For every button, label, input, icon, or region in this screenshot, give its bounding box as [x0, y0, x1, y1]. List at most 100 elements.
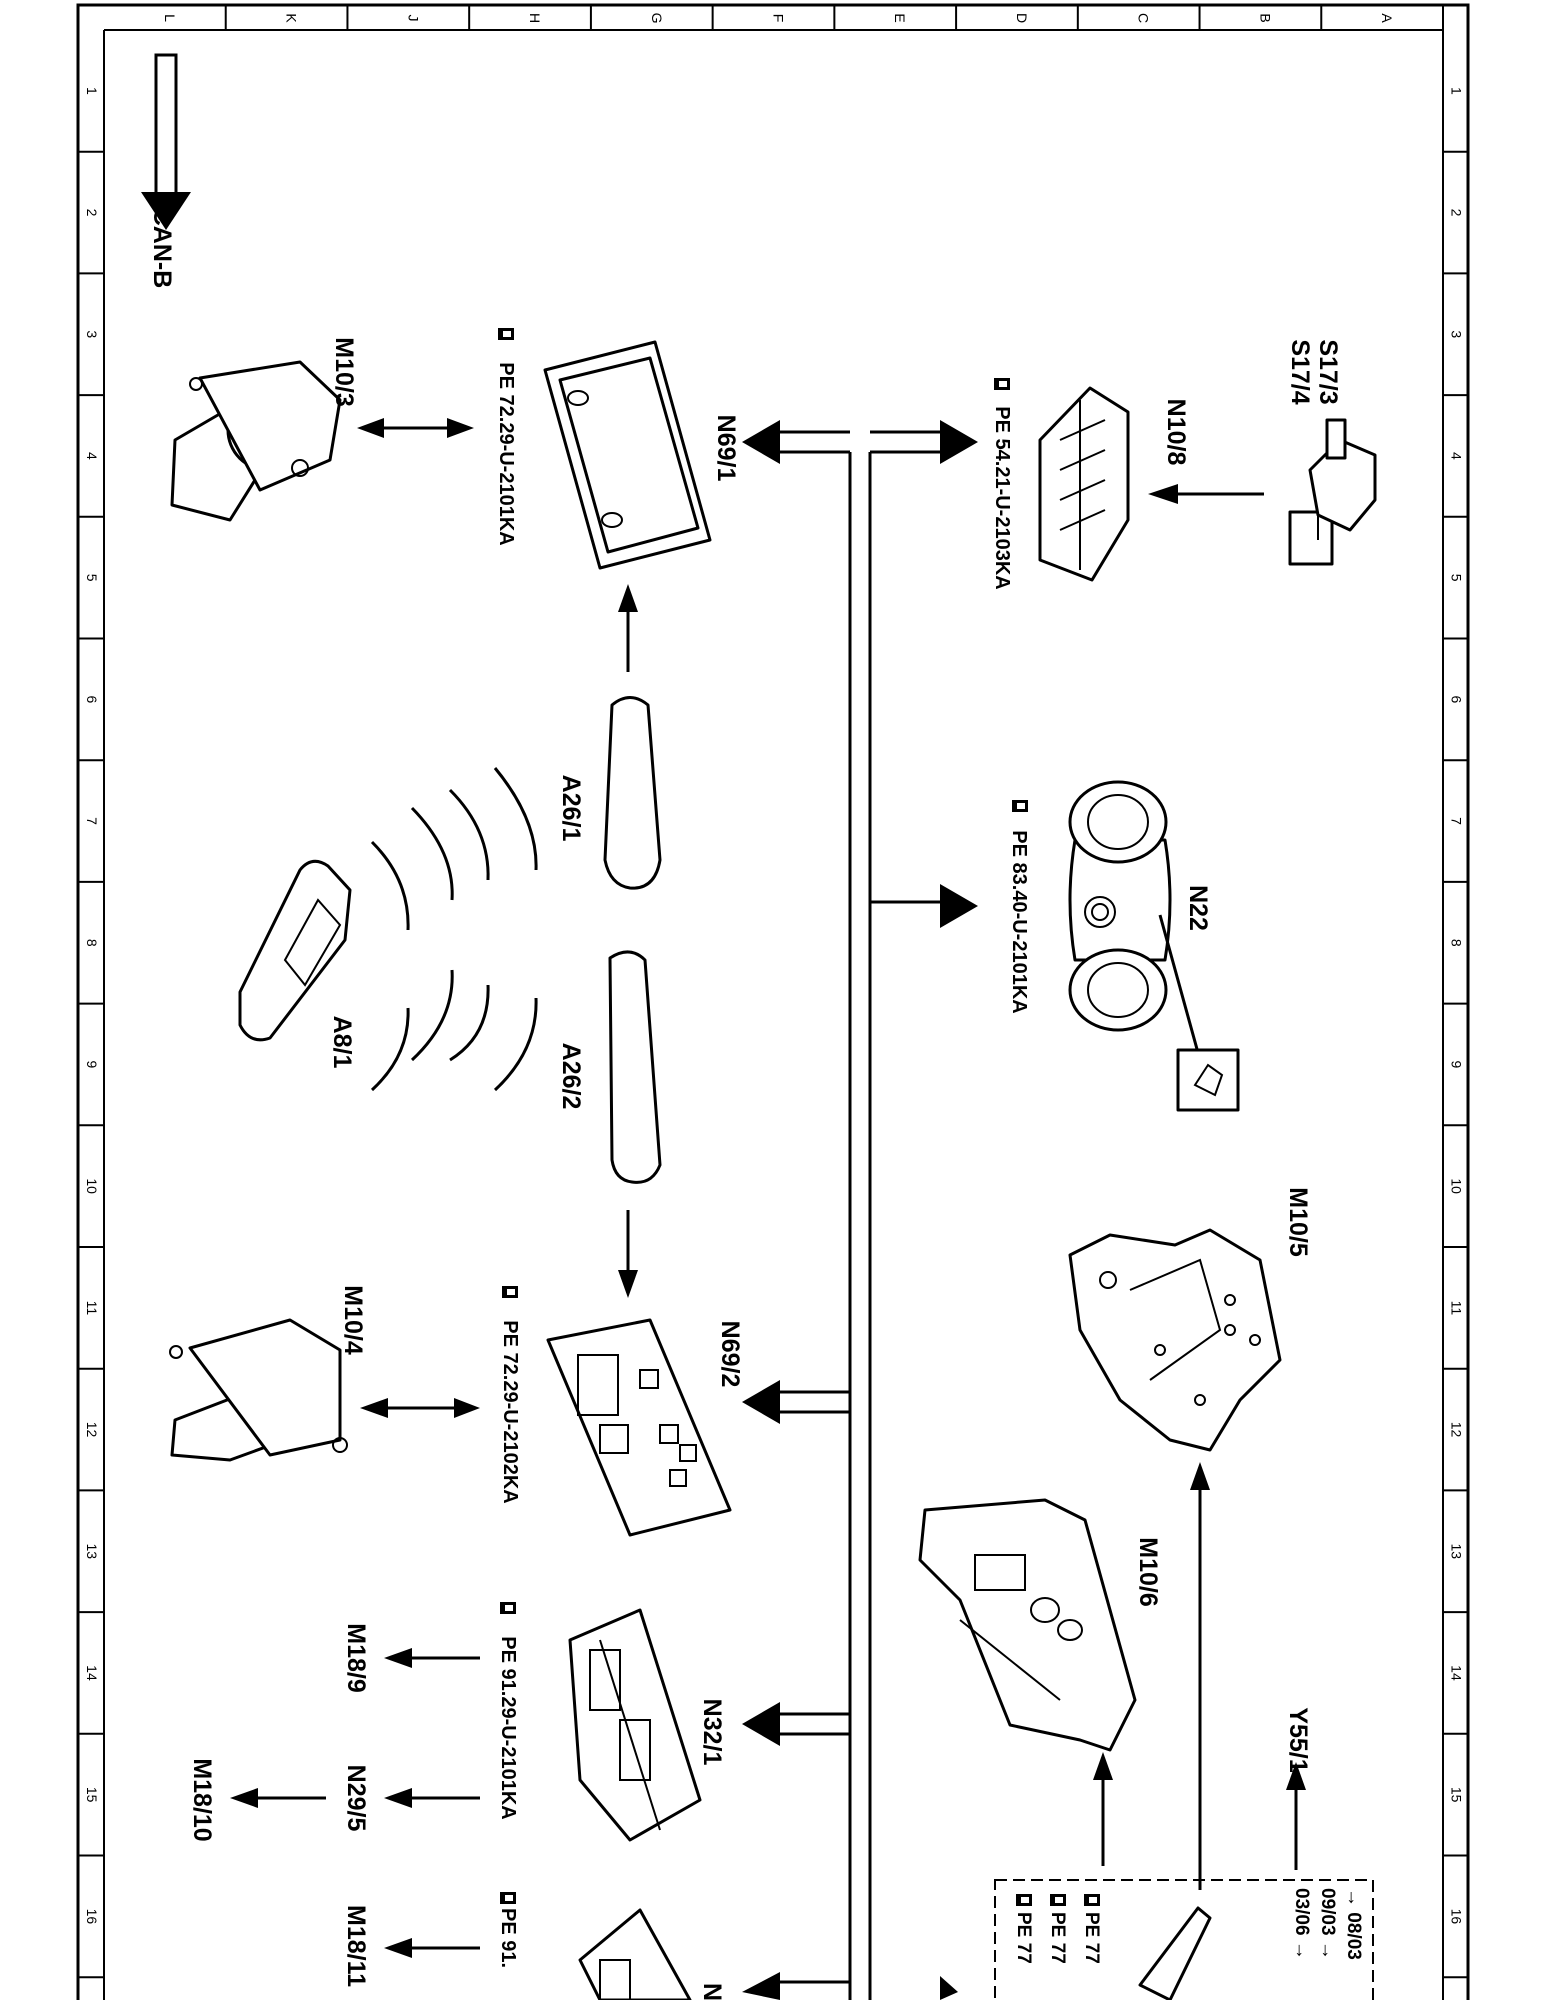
partial-ref: PE 91.: [497, 1908, 519, 1968]
grid-row-label-left: 7: [84, 817, 100, 825]
n69-1-ref: PE 72.29-U-2101KA: [495, 362, 517, 545]
m10-6-arrowhead: [1093, 1752, 1113, 1780]
a26-2-label: A26/2: [557, 1043, 585, 1110]
partial-bottom-module: [578, 1908, 692, 2000]
n32-1-ref-icon: [500, 1602, 516, 1614]
partial-ref-icon: [500, 1892, 516, 1904]
m10-4-motor: [169, 1318, 348, 1462]
grid-row-label-left: 14: [84, 1665, 100, 1681]
a26-1-handle: [603, 696, 662, 890]
a8-1-key: [238, 859, 352, 1042]
n32-1-ref: PE 91.29-U-2101KA: [497, 1636, 519, 1819]
m18-9-arrowhead: [384, 1648, 412, 1668]
a26-2-handle: [608, 950, 662, 1184]
grid-row-label-left: 4: [84, 452, 100, 460]
m10-4-label: M10/4: [339, 1285, 367, 1355]
grid-row-label-right: 16: [1449, 1909, 1465, 1925]
door-switch-component: [1288, 418, 1377, 566]
a26-2-to-n69-2-arrowhead: [618, 1270, 638, 1298]
n69-2-ref-icon: [502, 1286, 518, 1298]
grid-row-label-left: 1: [84, 87, 100, 95]
m10-6-label: M10/6: [1134, 1537, 1162, 1606]
grid-column-label: B: [1257, 13, 1273, 22]
n22-module: [1068, 780, 1240, 1112]
n29-5-arrowhead: [384, 1788, 412, 1808]
grid-column-label: A: [1379, 13, 1395, 23]
radio-waves: [370, 767, 538, 1092]
n32-1-label: N32/1: [698, 1699, 726, 1766]
m10-5-label: M10/5: [1284, 1187, 1312, 1257]
n10-8-ref-icon: [994, 378, 1010, 390]
grid-row-label-left: 6: [84, 695, 100, 703]
date-box-ref2-icon: [1050, 1894, 1066, 1906]
grid-column-label: L: [162, 14, 178, 22]
grid-row-label-left: 5: [84, 574, 100, 582]
n32-1-module: [568, 1608, 702, 1842]
a26-1-label: A26/1: [557, 775, 585, 842]
m18-10-arrowhead: [230, 1788, 258, 1808]
date-box-line3: 03/06 →: [1291, 1888, 1312, 1960]
grid-row-label-left: 11: [84, 1301, 100, 1316]
date-box-line1: → 08/03: [1343, 1888, 1364, 1960]
n29-5-label: N29/5: [342, 1765, 370, 1832]
n69-2-ref: PE 72.29-U-2102KA: [499, 1320, 521, 1503]
date-box-ref2: PE 77: [1047, 1912, 1068, 1964]
grid-row-label-left: 12: [84, 1422, 100, 1438]
n22-ref-icon: [1012, 800, 1028, 812]
grid-row-label-right: 5: [1449, 574, 1465, 582]
s17-4-label: S17/4: [1286, 339, 1314, 404]
n69-1-module: [543, 340, 712, 570]
n69-2-module: [546, 1318, 732, 1537]
date-box-ref1: PE 77: [1081, 1912, 1102, 1964]
grid-row-label-left: 13: [84, 1543, 100, 1559]
n10-8-module: [1038, 386, 1130, 582]
grid-row-label-right: 7: [1449, 817, 1465, 825]
grid-row-label-left: 10: [84, 1178, 100, 1194]
n10-8-ref: PE 54.21-U-2103KA: [991, 406, 1013, 589]
grid-row-label-right: 8: [1449, 939, 1465, 947]
grid-row-label-right: 2: [1449, 209, 1465, 217]
grid-row-label-left: 8: [84, 939, 100, 947]
date-box-line2: 09/03 →: [1317, 1888, 1338, 1960]
s17-to-n10-arrowhead: [1148, 484, 1178, 504]
s17-3-label: S17/3: [1314, 339, 1342, 404]
m10-3-label: M10/3: [330, 337, 358, 406]
grid-row-label-right: 1: [1449, 87, 1465, 95]
m18-11-arrowhead: [384, 1938, 412, 1958]
date-box-ref3: PE 77: [1013, 1912, 1034, 1964]
m10-6-motor: [918, 1498, 1137, 1752]
n69-2-label: N69/2: [716, 1321, 744, 1388]
y55-1-label: Y55/1: [1284, 1707, 1312, 1772]
outer-frame: [76, 3, 1470, 2000]
m10-4-arrowhead-left: [360, 1398, 388, 1418]
a26-1-to-n69-1-arrowhead: [618, 584, 638, 612]
grid-column-label: E: [892, 13, 908, 22]
date-box-ref1-icon: [1084, 1894, 1100, 1906]
m18-9-label: M18/9: [342, 1623, 370, 1692]
grid-row-label-right: 9: [1449, 1061, 1465, 1069]
grid-column-label: G: [649, 13, 665, 24]
grid-row-label-right: 13: [1449, 1543, 1465, 1559]
m18-11-label: M18/11: [342, 1905, 370, 1987]
date-box-ref3-icon: [1016, 1894, 1032, 1906]
m10-4-arrowhead-right: [454, 1398, 480, 1418]
grid-column-label: H: [527, 13, 543, 23]
grid-row-label-left: 15: [84, 1787, 100, 1803]
grid-column-label: J: [405, 15, 421, 22]
m10-5-motor: [1068, 1228, 1282, 1452]
grid-row-label-right: 12: [1449, 1422, 1465, 1438]
n69-1-ref-icon: [498, 328, 514, 340]
m10-5-arrowhead: [1190, 1462, 1210, 1490]
grid-row-label-right: 15: [1449, 1787, 1465, 1803]
partial-module-label: N: [698, 1983, 726, 2000]
y55-1-arrowhead: [1286, 1762, 1306, 1790]
m10-3-arrowhead-left: [357, 418, 384, 438]
can-b-arrow: [141, 53, 191, 230]
grid-column-label: K: [284, 13, 300, 23]
m10-3-motor: [170, 360, 342, 522]
grid-column-label: F: [771, 14, 787, 23]
grid-row-label-right: 3: [1449, 330, 1465, 338]
